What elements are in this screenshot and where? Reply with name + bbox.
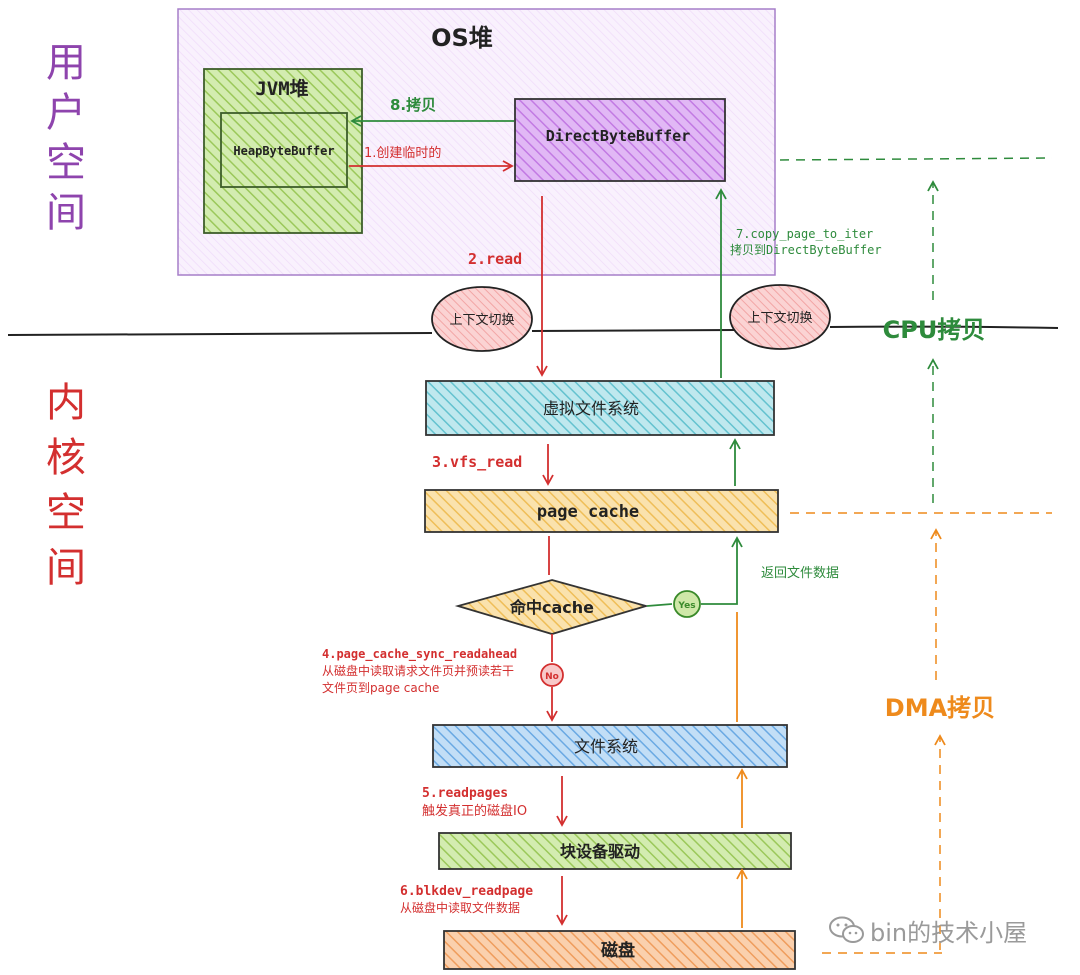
yes-badge bbox=[673, 590, 701, 618]
heap-byte-buffer-box bbox=[220, 112, 348, 188]
step4-label-line2: 从磁盘中读取请求文件页并预读若干 bbox=[322, 663, 514, 678]
context-switch-ellipse-left bbox=[431, 286, 533, 352]
context-switch-label-right: 上下文切换 bbox=[747, 311, 812, 326]
block-driver-label: 块设备驱动 bbox=[560, 842, 640, 861]
cpu-copy-top-dashed-line bbox=[779, 157, 1053, 161]
yes-branch-line bbox=[646, 603, 673, 607]
cpu-copy-label: CPU拷贝 bbox=[883, 316, 986, 344]
step4-label-line1: 4.page_cache_sync_readahead bbox=[322, 647, 517, 662]
step6-label-line2: 从磁盘中读取文件数据 bbox=[400, 900, 520, 915]
direct-byte-buffer-label: DirectByteBuffer bbox=[546, 127, 691, 145]
jvm-heap-title: JVM堆 bbox=[255, 77, 308, 100]
yes-badge-label: Yes bbox=[677, 601, 695, 611]
block-driver-box bbox=[438, 832, 792, 870]
step5-label-line2: 触发真正的磁盘IO bbox=[422, 803, 527, 819]
user-space-char: 间 bbox=[46, 190, 86, 236]
user-kernel-boundary bbox=[7, 325, 1059, 336]
step1-label: 1.创建临时的 bbox=[364, 145, 441, 161]
user-space-label: 用 户 空 间 bbox=[46, 40, 86, 236]
vfs-box bbox=[425, 380, 775, 436]
page-cache-label: page cache bbox=[537, 502, 639, 522]
wechat-icon bbox=[829, 916, 864, 943]
kernel-space-char: 空 bbox=[46, 490, 86, 536]
kernel-space-label: 内 核 空 间 bbox=[46, 380, 86, 591]
no-badge bbox=[540, 663, 564, 687]
file-system-box bbox=[432, 724, 788, 768]
page-cache-box bbox=[424, 489, 779, 533]
yes-to-pagecache-arrow bbox=[701, 536, 743, 605]
disk-box bbox=[443, 930, 796, 970]
vfs-label: 虚拟文件系统 bbox=[543, 399, 639, 418]
step8-label: 8.拷贝 bbox=[390, 96, 436, 114]
dma-copy-label: DMA拷贝 bbox=[885, 694, 995, 722]
step3-label: 3.vfs_read bbox=[432, 453, 522, 471]
step2-label: 2.read bbox=[468, 250, 522, 268]
step6-label-line1: 6.blkdev_readpage bbox=[400, 884, 533, 899]
os-heap-title: OS堆 bbox=[431, 24, 493, 52]
context-switch-label-left: 上下文切换 bbox=[449, 313, 514, 328]
context-switch-ellipse-right bbox=[729, 284, 831, 350]
file-system-label: 文件系统 bbox=[574, 737, 638, 756]
hit-cache-label: 命中cache bbox=[509, 598, 594, 617]
step4-label-line3: 文件页到page cache bbox=[322, 680, 439, 695]
no-badge-label: No bbox=[545, 672, 559, 682]
kernel-space-char: 核 bbox=[46, 435, 86, 481]
watermark: bin的技术小屋 bbox=[828, 910, 1027, 950]
return-data-label: 返回文件数据 bbox=[761, 566, 839, 581]
heap-byte-buffer-label: HeapByteBuffer bbox=[233, 144, 334, 158]
step7-label-line1: 7.copy_page_to_iter bbox=[736, 227, 873, 241]
kernel-space-char: 内 bbox=[46, 380, 86, 426]
disk-label: 磁盘 bbox=[601, 940, 635, 961]
step5-label-line1: 5.readpages bbox=[422, 786, 508, 801]
kernel-space-char: 间 bbox=[46, 545, 86, 591]
direct-byte-buffer-box bbox=[514, 98, 726, 182]
watermark-text: bin的技术小屋 bbox=[870, 918, 1028, 947]
user-space-char: 户 bbox=[46, 90, 86, 136]
user-space-char: 空 bbox=[46, 140, 86, 186]
user-space-char: 用 bbox=[46, 40, 86, 86]
step7-label-line2: 拷贝到DirectByteBuffer bbox=[730, 242, 882, 257]
